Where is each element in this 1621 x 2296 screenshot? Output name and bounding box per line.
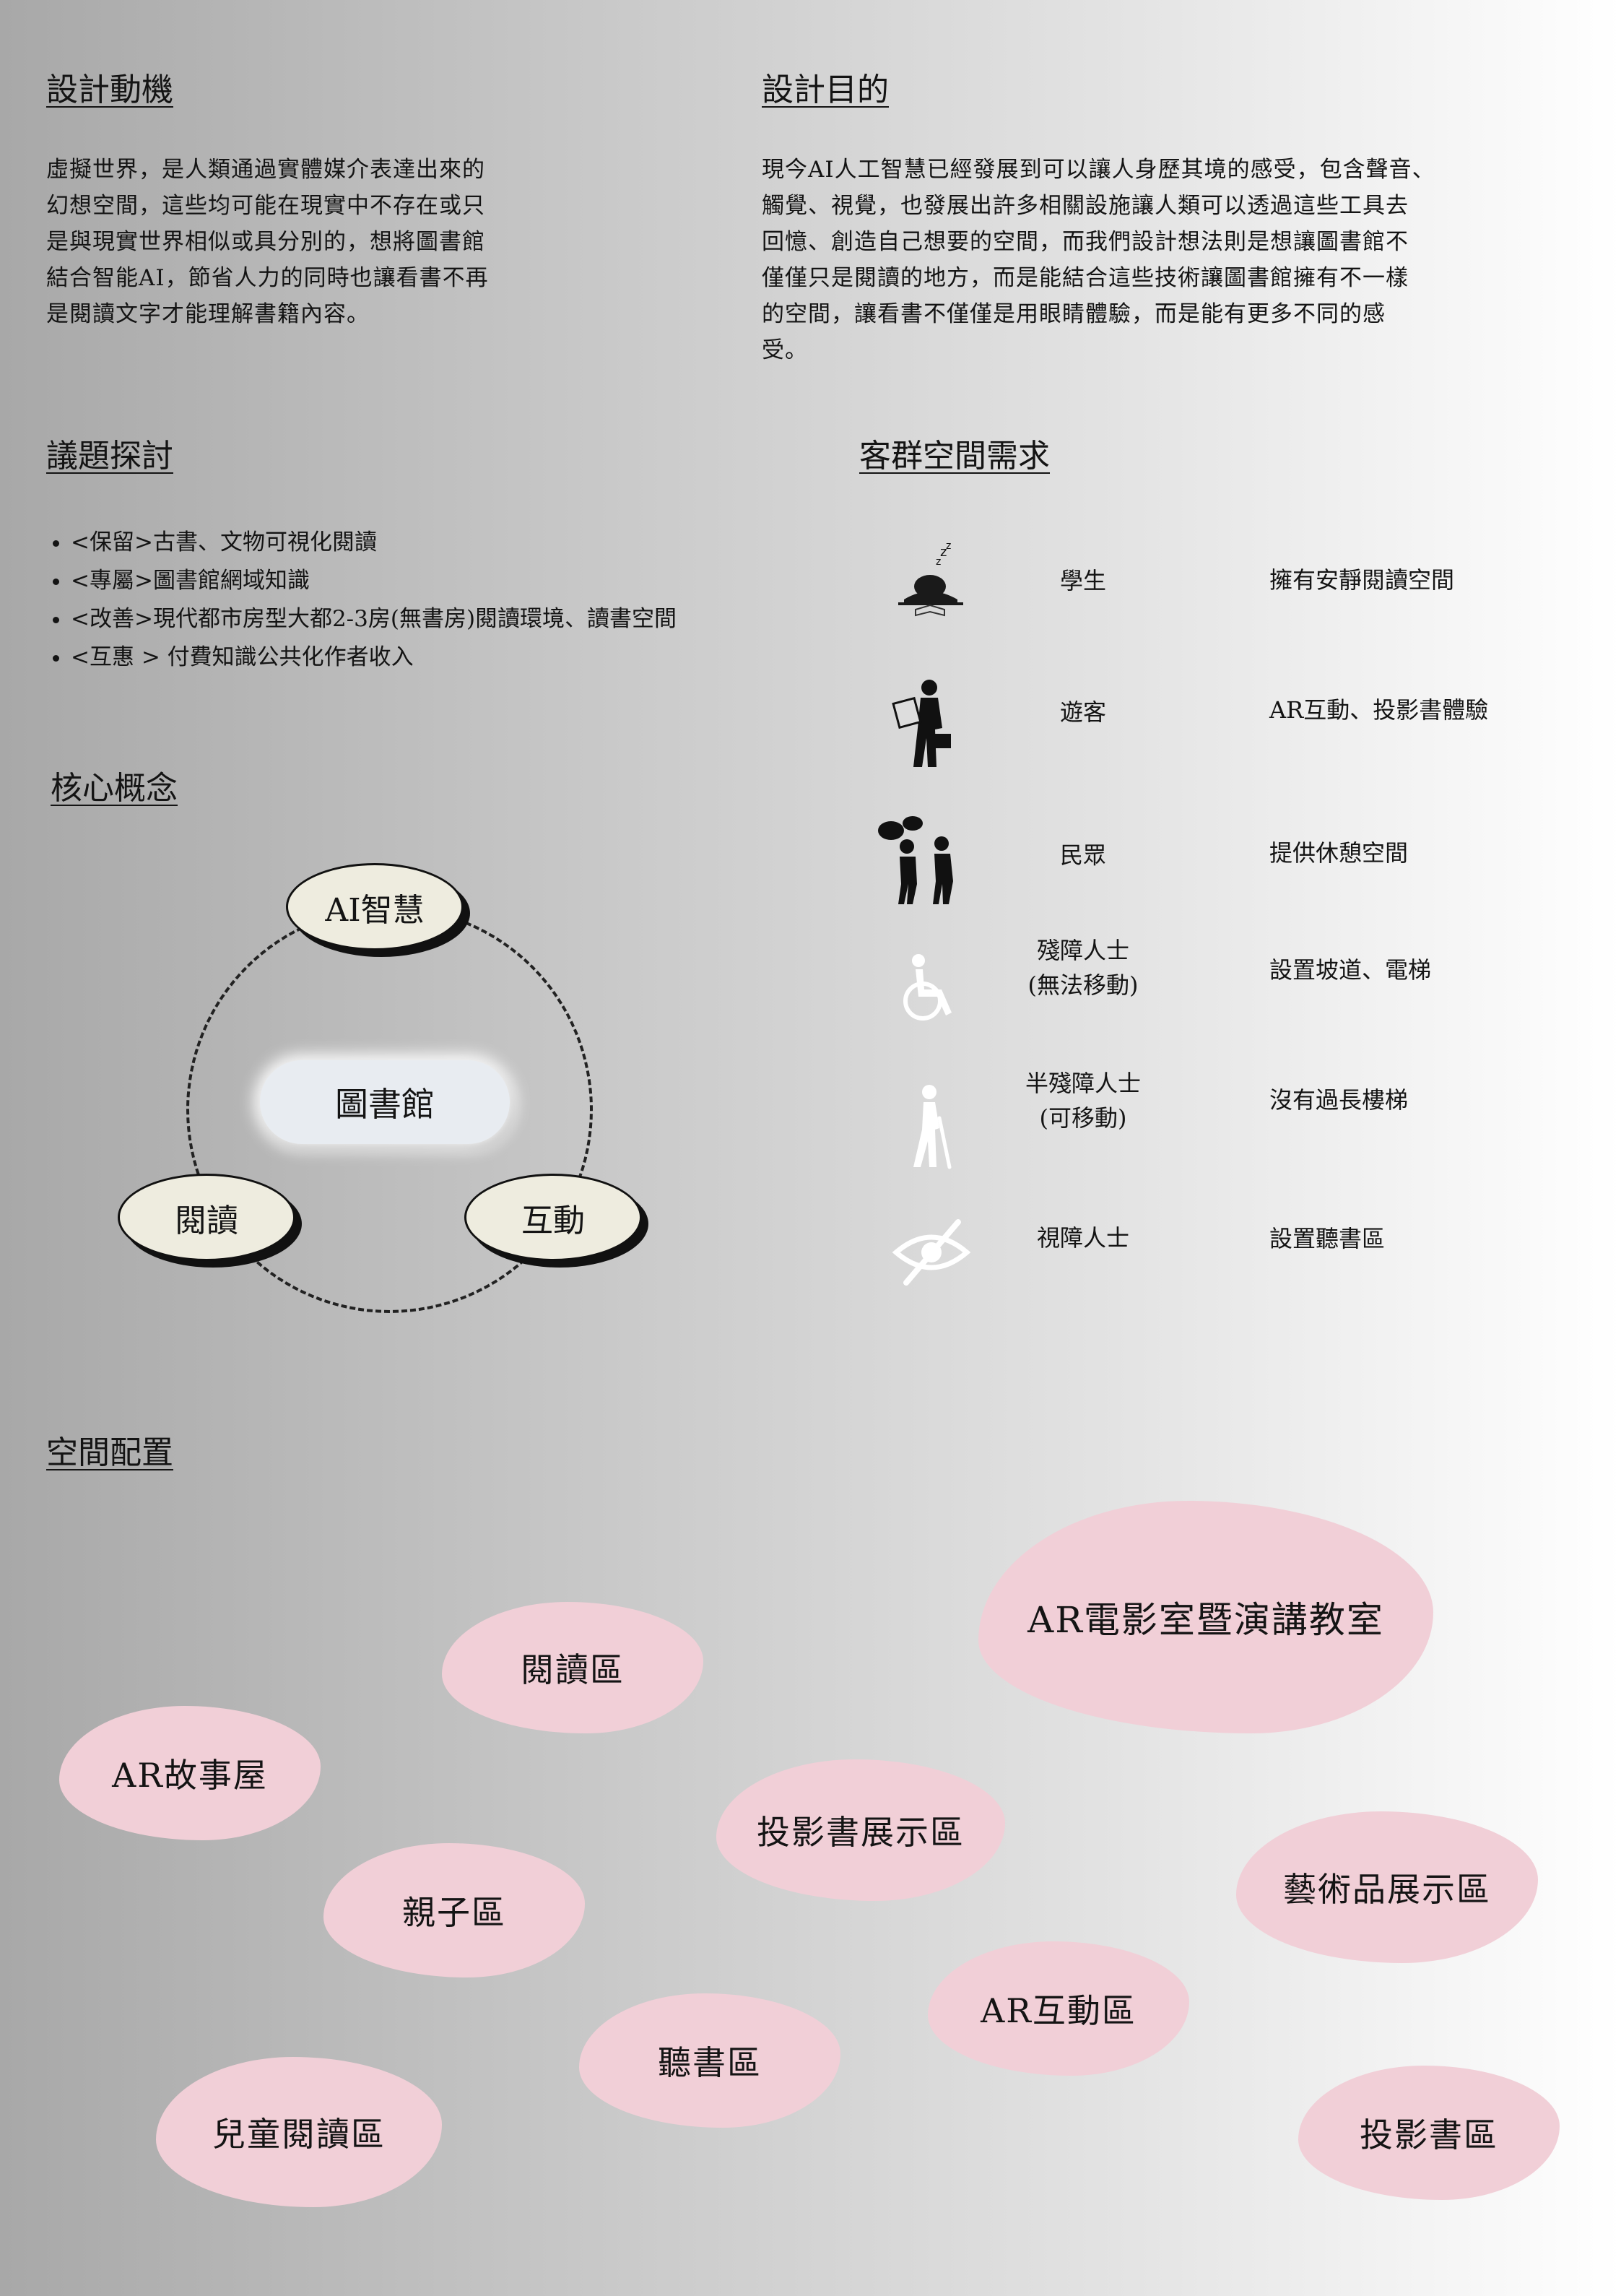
purpose-line: 的空間，讓看書不僅僅是用眼睛體驗，而是能有更多不同的感	[762, 301, 1386, 327]
purpose-line: 回憶、創造自己想要的空間，而我們設計想法則是想讓圖書館不	[762, 229, 1409, 255]
svg-text:z: z	[946, 540, 951, 552]
users-heading: 客群空間需求	[859, 438, 1050, 475]
user-group-label: 半殘障人士 (可移動)	[1025, 1070, 1141, 1132]
people-talking-icon	[878, 816, 953, 904]
svg-text:z: z	[936, 556, 941, 568]
user-need-label: AR互動、投影書體驗	[1269, 696, 1489, 724]
user-group-label: 視障人士	[1036, 1224, 1129, 1252]
tourist-icon	[892, 680, 951, 767]
user-group-label: 殘障人士 (無法移動)	[1027, 937, 1139, 999]
zone-children-reading: 兒童閱讀區	[156, 2057, 442, 2207]
blind-eye-icon	[892, 1219, 971, 1286]
purpose-text: 現今AI人工智慧已經發展到可以讓人身歷其境的感受，包含聲音、 觸覺、視覺，也發展…	[762, 152, 1585, 368]
purpose-line: 僅僅只是閱讀的地方，而是能結合這些技術讓圖書館擁有不一樣	[762, 265, 1409, 291]
sleeping-student-icon: z z z	[898, 540, 963, 617]
zone-art-exhibition: 藝術品展示區	[1236, 1811, 1538, 1963]
motivation-line: 幻想空間，這些均可能在現實中不存在或只	[46, 193, 485, 219]
zone-audiobook: 聽書區	[579, 1993, 840, 2128]
user-need-label: 提供休憩空間	[1269, 839, 1409, 867]
issues-heading: 議題探討	[46, 438, 173, 475]
core-heading: 核心概念	[51, 770, 178, 807]
issue-item: <改善>現代都市房型大都2-3房(無書房)閱讀環境、讀書空間	[71, 600, 677, 638]
core-center-library: 圖書館	[260, 1060, 510, 1144]
issues-list: <保留>古書、文物可視化閱讀 <專屬>圖書館網域知識 <改善>現代都市房型大都2…	[46, 524, 677, 677]
zone-projection-book: 投影書區	[1298, 2066, 1560, 2200]
motivation-heading: 設計動機	[46, 72, 173, 108]
issue-item: <保留>古書、文物可視化閱讀	[71, 524, 677, 562]
zone-ar-cinema: AR電影室暨演講教室	[978, 1501, 1433, 1733]
issue-item: <互惠 > 付費知識公共化作者收入	[71, 638, 677, 677]
purpose-line: 現今AI人工智慧已經發展到可以讓人身歷其境的感受，包含聲音、	[762, 157, 1435, 183]
purpose-heading: 設計目的	[762, 72, 889, 108]
zone-parent-child: 親子區	[323, 1843, 585, 1977]
user-need-label: 沒有過長樓梯	[1269, 1086, 1409, 1114]
layout-heading: 空間配置	[46, 1434, 173, 1471]
motivation-line: 是與現實世界相似或具分別的，想將圖書館	[46, 229, 485, 255]
core-node-reading: 閱讀	[118, 1174, 295, 1261]
user-need-label: 擁有安靜閱讀空間	[1269, 566, 1455, 594]
purpose-line: 受。	[762, 337, 808, 363]
zone-projection-book-exhibition: 投影書展示區	[716, 1759, 1005, 1901]
zone-reading: 閱讀區	[442, 1602, 703, 1733]
user-group-label: 遊客	[1059, 698, 1106, 726]
zone-ar-interaction: AR互動區	[928, 1941, 1189, 2076]
motivation-line: 虛擬世界，是人類通過實體媒介表達出來的	[46, 157, 485, 183]
motivation-line: 是閱讀文字才能理解書籍內容。	[46, 301, 370, 327]
user-need-label: 設置聽書區	[1269, 1225, 1386, 1252]
zone-ar-story-house: AR故事屋	[59, 1706, 321, 1840]
issue-item: <專屬>圖書館網域知識	[71, 562, 677, 600]
motivation-text: 虛擬世界，是人類通過實體媒介表達出來的 幻想空間，這些均可能在現實中不存在或只 …	[46, 152, 624, 332]
user-group-label: 學生	[1059, 567, 1106, 594]
user-need-label: 設置坡道、電梯	[1269, 956, 1432, 984]
core-node-ai: AI智慧	[286, 863, 464, 950]
purpose-line: 觸覺、視覺，也發展出許多相關設施讓人類可以透過這些工具去	[762, 193, 1409, 219]
motivation-line: 結合智能AI，節省人力的同時也讓看書不再	[46, 265, 489, 291]
cane-walker-icon	[913, 1085, 952, 1169]
user-group-label: 民眾	[1059, 841, 1106, 869]
core-node-interaction: 互動	[464, 1174, 642, 1261]
wheelchair-icon	[903, 954, 952, 1021]
svg-text:z: z	[940, 545, 947, 560]
